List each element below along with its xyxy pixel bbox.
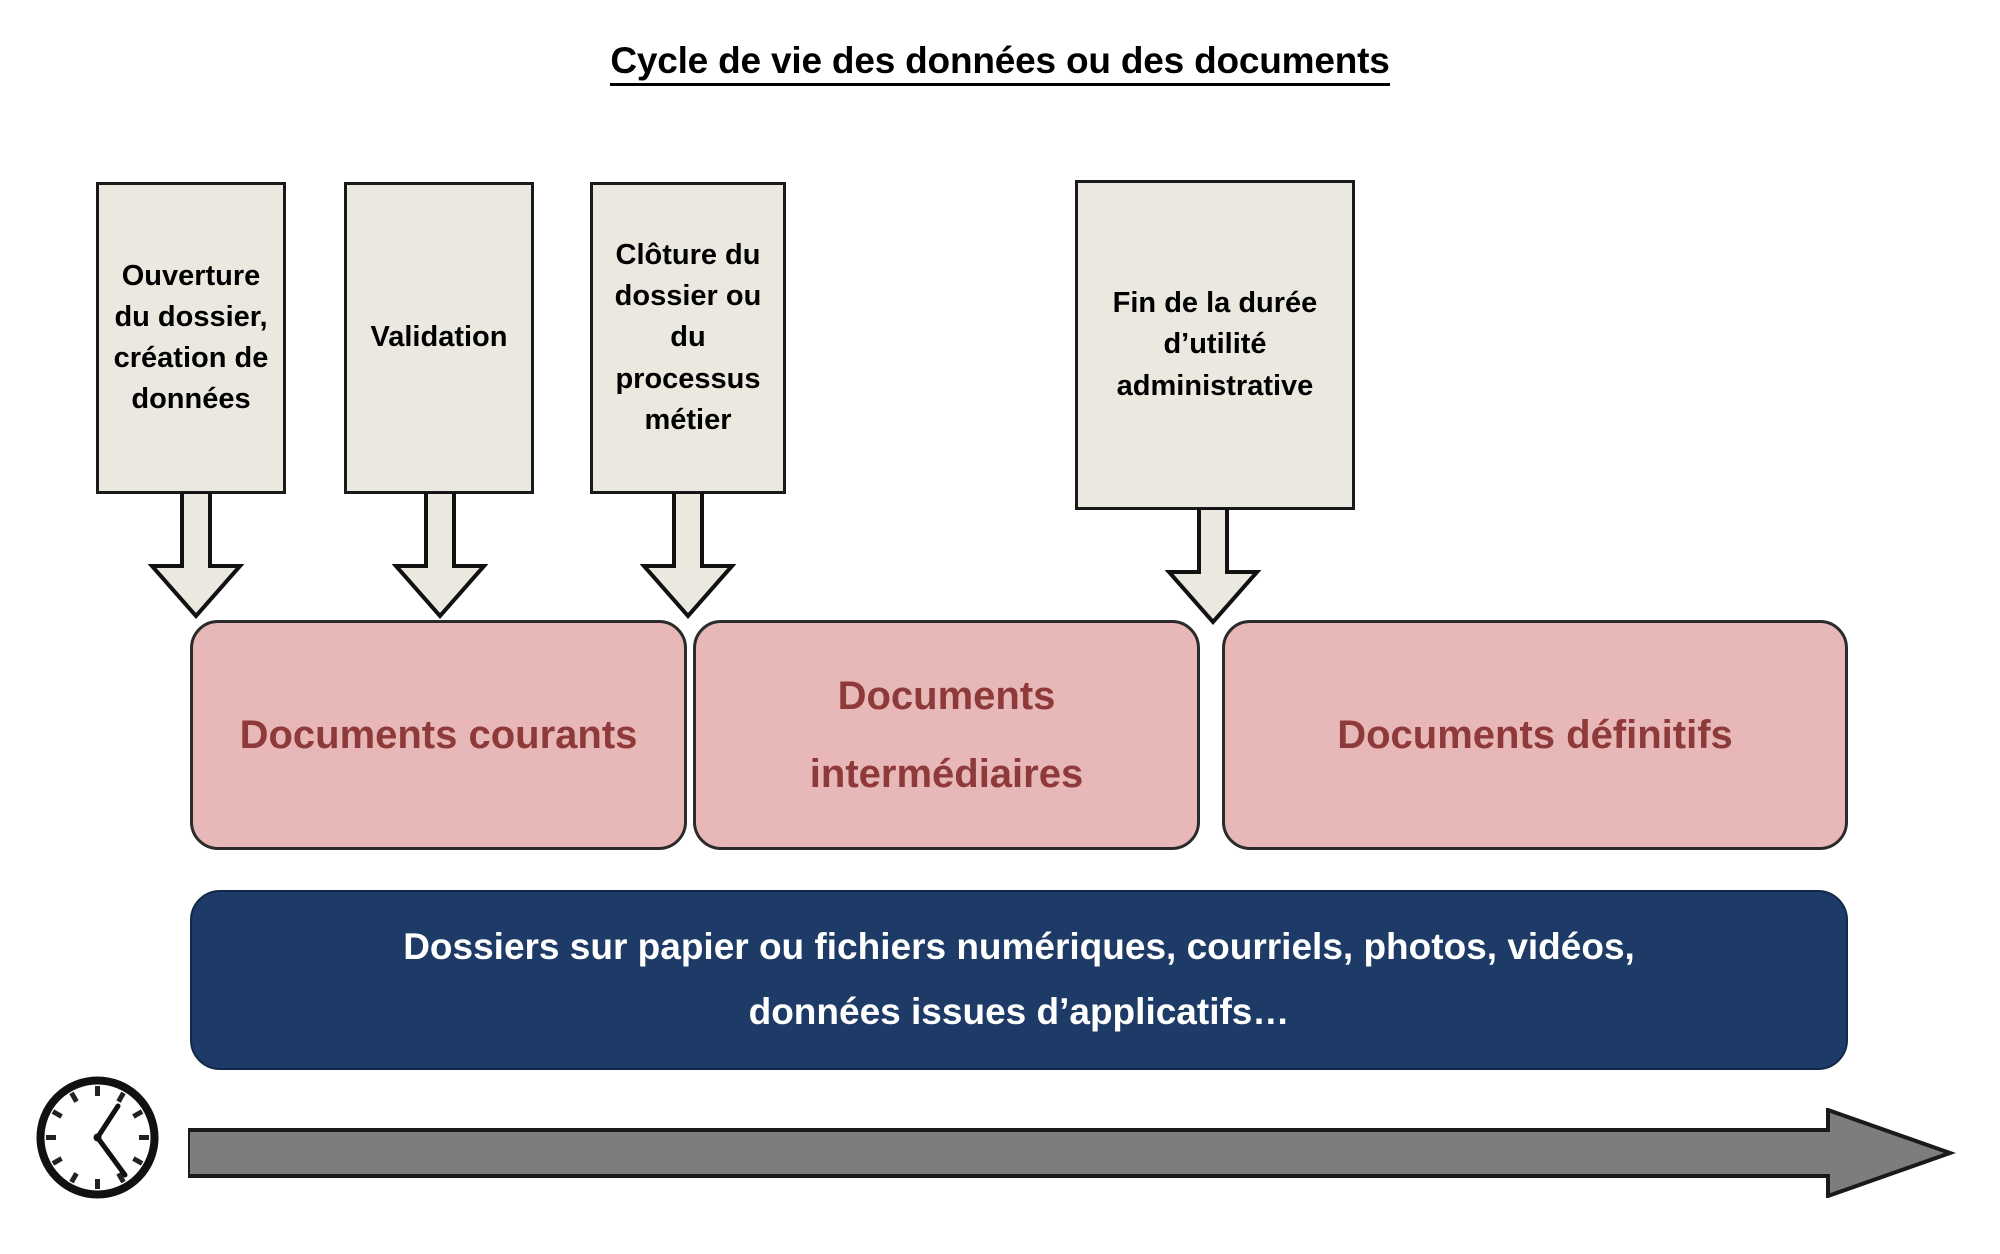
- down-arrow-validation: [392, 492, 488, 620]
- event-box-validation: Validation: [344, 182, 534, 494]
- clock-icon: [30, 1070, 165, 1210]
- event-label-validation: Validation: [370, 321, 508, 354]
- phase-label-definitifs: Documents définitifs: [1337, 713, 1733, 757]
- phase-box-definitifs: Documents définitifs: [1222, 620, 1848, 850]
- event-label-ouverture: Ouverture du dossier, création de donnée…: [113, 259, 269, 416]
- right-arrow-icon: [186, 1107, 1958, 1203]
- event-label-fin-dua: Fin de la durée d’utilité administrative: [1112, 287, 1318, 402]
- support-box: Dossiers sur papier ou fichiers numériqu…: [190, 890, 1848, 1070]
- support-line-1: Dossiers sur papier ou fichiers numériqu…: [403, 926, 1635, 968]
- page-title: Cycle de vie des données ou des document…: [0, 40, 2000, 86]
- down-arrow-fin-dua: [1165, 508, 1261, 626]
- down-arrow-ouverture: [148, 492, 244, 620]
- event-box-fin-dua: Fin de la durée d’utilité administrative: [1075, 180, 1355, 510]
- support-line-2: données issues d’applicatifs…: [748, 991, 1290, 1032]
- event-box-ouverture: Ouverture du dossier, création de donnée…: [96, 182, 286, 494]
- event-box-cloture: Clôture du dossier ou du processus métie…: [590, 182, 786, 494]
- phase-label-courants: Documents courants: [239, 713, 638, 757]
- phase-box-courants: Documents courants: [190, 620, 687, 850]
- down-arrow-cloture: [640, 492, 736, 620]
- phase-label-intermediaires: Documents intermédiaires: [809, 674, 1084, 796]
- event-label-cloture: Clôture du dossier ou du processus métie…: [614, 239, 762, 436]
- page-title-text: Cycle de vie des données ou des document…: [610, 40, 1390, 86]
- phase-box-intermediaires: Documents intermédiaires: [693, 620, 1200, 850]
